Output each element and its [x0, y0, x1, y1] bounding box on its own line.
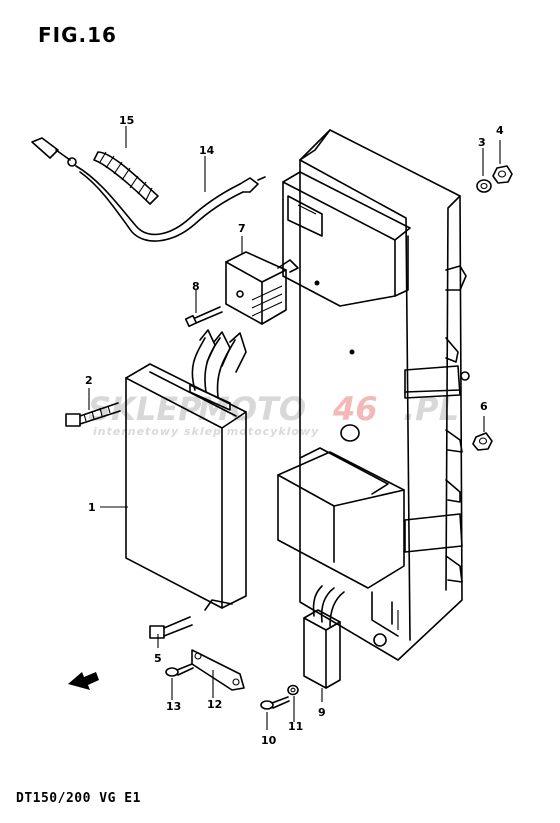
nut-6 [472, 432, 493, 451]
rectifier [225, 251, 299, 325]
mounting-bracket [277, 129, 470, 661]
callout-4: 4 [496, 124, 504, 137]
nut-4 [492, 165, 513, 184]
direction-arrow-icon [68, 672, 99, 690]
screw-10 [260, 696, 290, 710]
control-unit-wires [191, 329, 247, 398]
bolt-8 [184, 306, 223, 328]
callout-13: 13 [166, 700, 181, 713]
callout-labels: 1 2 3 4 5 6 7 8 9 10 11 12 13 14 15 [85, 114, 504, 747]
lead-wire-14 [31, 137, 266, 242]
washer-11 [287, 684, 299, 696]
callout-8: 8 [192, 280, 200, 293]
watermark: SKLEP MOTO 46 .PL internetowy sklep moto… [88, 390, 459, 438]
bolt-2 [65, 402, 121, 427]
callout-9: 9 [318, 706, 326, 719]
callout-14: 14 [199, 144, 215, 157]
clamp-12 [191, 649, 245, 691]
figure-title: FIG.16 [38, 23, 117, 47]
sleeve-15 [93, 151, 159, 205]
watermark-tagline: internetowy sklep motocyklowy [93, 425, 319, 438]
callout-11: 11 [288, 720, 303, 733]
watermark-text-red: 46 [332, 390, 378, 428]
leader-lines [88, 126, 501, 730]
callout-7: 7 [238, 222, 246, 235]
callout-3: 3 [478, 136, 486, 149]
relay-9 [303, 585, 345, 689]
control-unit-box [125, 363, 247, 611]
callout-10: 10 [261, 734, 277, 747]
callout-6: 6 [480, 400, 488, 413]
callout-12: 12 [207, 698, 222, 711]
washer-3 [476, 179, 492, 193]
callout-1: 1 [88, 501, 96, 514]
model-code: DT150/200 VG E1 [16, 791, 141, 806]
bolt-5 [149, 616, 193, 639]
callout-2: 2 [85, 374, 93, 387]
screw-13 [165, 663, 194, 677]
callout-15: 15 [119, 114, 134, 127]
callout-5: 5 [154, 652, 162, 665]
watermark-text-left: SKLEP [88, 390, 202, 428]
